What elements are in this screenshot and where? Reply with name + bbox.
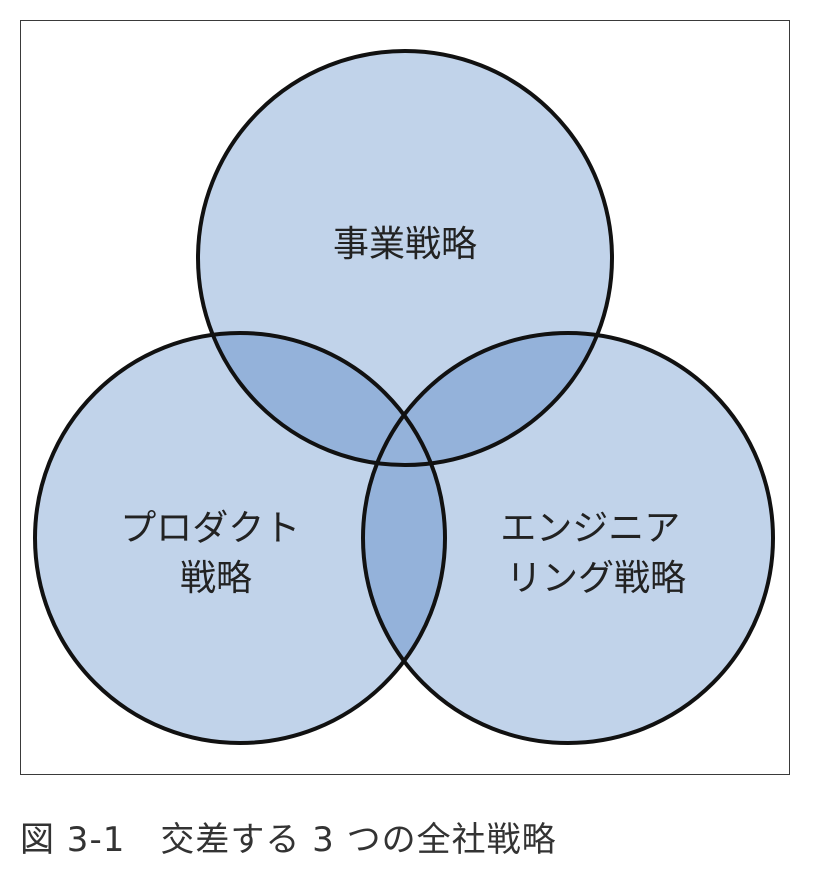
- overlap-business-engineering: [363, 333, 612, 465]
- figure-caption: 図 3-1 交差する 3 つの全社戦略: [20, 820, 557, 860]
- engineering-strategy-label: エンジニア リング戦略: [500, 508, 691, 599]
- overlap-business-product: [198, 333, 445, 465]
- engineering-circle-outline: [361, 331, 775, 745]
- business-circle-outline: [196, 49, 614, 467]
- business-strategy-label: 事業戦略: [333, 224, 477, 265]
- product-circle-outline: [33, 331, 447, 745]
- product-strategy-label: プロダクト 戦略: [120, 508, 311, 599]
